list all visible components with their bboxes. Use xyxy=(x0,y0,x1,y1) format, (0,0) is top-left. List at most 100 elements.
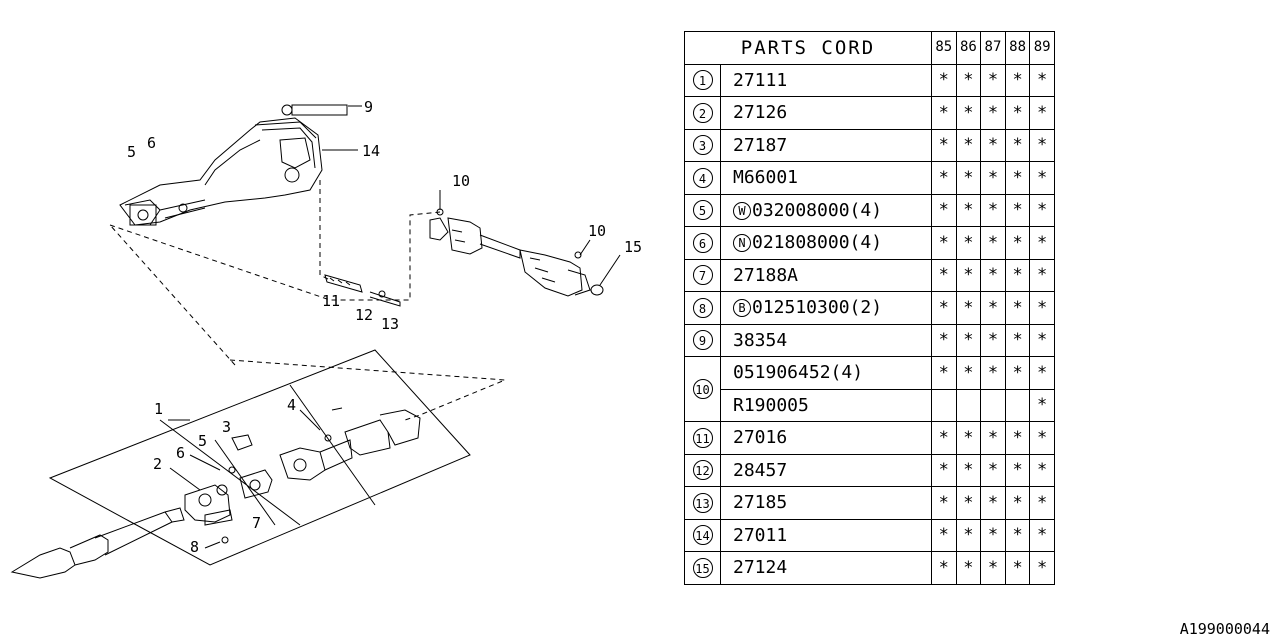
applicability-mark: * xyxy=(1029,63,1055,97)
applicability-mark: * xyxy=(931,323,957,357)
callout-10-right: 10 xyxy=(588,222,606,240)
applicability-mark xyxy=(1004,388,1031,422)
applicability-mark: * xyxy=(931,551,957,585)
applicability-mark: * xyxy=(980,421,1006,455)
applicability-mark xyxy=(931,388,957,422)
applicability-mark: * xyxy=(1004,193,1031,227)
applicability-mark: * xyxy=(1004,518,1031,552)
applicability-mark: * xyxy=(955,96,982,130)
applicability-mark: * xyxy=(980,518,1006,552)
callout-6: 6 xyxy=(176,444,185,462)
applicability-mark: * xyxy=(980,161,1006,195)
callout-9: 9 xyxy=(364,98,373,116)
assembly-frame xyxy=(48,349,471,566)
applicability-mark: * xyxy=(1029,258,1055,292)
applicability-mark xyxy=(955,388,982,422)
part-code: 27126 xyxy=(733,102,788,124)
ref-number: 7 xyxy=(692,265,713,286)
part-prefix: B xyxy=(733,299,751,318)
callout-10-left: 10 xyxy=(452,172,470,190)
part-code: 27185 xyxy=(733,492,788,514)
applicability-mark: * xyxy=(1004,421,1031,455)
ref-number-cell: 4 xyxy=(684,161,721,195)
applicability-mark: * xyxy=(1029,128,1055,162)
applicability-mark: * xyxy=(955,161,982,195)
applicability-mark: * xyxy=(955,551,982,585)
applicability-mark: * xyxy=(955,193,982,227)
ref-number: 14 xyxy=(692,525,713,546)
applicability-mark: * xyxy=(980,356,1006,390)
part-code: R190005 xyxy=(733,394,809,416)
part-code-cell: R190005 xyxy=(720,388,932,422)
applicability-mark: * xyxy=(955,453,982,487)
part-code-cell: 27016 xyxy=(720,421,932,455)
applicability-mark: * xyxy=(955,291,982,325)
applicability-mark xyxy=(980,388,1006,422)
differential-housing xyxy=(119,104,348,226)
ref-number-cell: 8 xyxy=(684,291,721,325)
applicability-mark: * xyxy=(980,258,1006,292)
callout-5-top: 5 xyxy=(127,143,136,161)
applicability-mark: * xyxy=(955,421,982,455)
applicability-mark: * xyxy=(1029,226,1055,260)
part-prefix: W xyxy=(733,201,751,220)
part-code: 27187 xyxy=(733,134,788,156)
ref-number-cell: 15 xyxy=(684,551,721,585)
applicability-mark: * xyxy=(955,128,982,162)
callout-leaders xyxy=(168,105,621,549)
reference-code: A199000044 xyxy=(1179,620,1270,638)
applicability-mark: * xyxy=(1004,291,1031,325)
ref-number-cell: 2 xyxy=(684,96,721,130)
part-code-cell: 27188A xyxy=(720,258,932,292)
callout-8: 8 xyxy=(190,538,199,556)
ref-number: 11 xyxy=(692,427,713,448)
applicability-mark: * xyxy=(1029,356,1055,390)
applicability-mark: * xyxy=(955,63,982,97)
ref-number-cell: 10 xyxy=(684,356,721,422)
applicability-mark: * xyxy=(955,226,982,260)
applicability-mark: * xyxy=(931,453,957,487)
ref-number: 3 xyxy=(692,135,713,156)
applicability-mark: * xyxy=(931,291,957,325)
applicability-mark: * xyxy=(1029,518,1055,552)
callout-12: 12 xyxy=(355,306,373,324)
applicability-mark: * xyxy=(1029,193,1055,227)
applicability-mark: * xyxy=(1004,63,1031,97)
applicability-mark: * xyxy=(1004,96,1031,130)
callout-7: 7 xyxy=(252,514,261,532)
applicability-mark: * xyxy=(931,161,957,195)
applicability-mark: * xyxy=(1029,161,1055,195)
callout-3: 3 xyxy=(222,418,231,436)
part-code: 28457 xyxy=(733,459,788,481)
applicability-mark: * xyxy=(955,486,982,520)
applicability-mark: * xyxy=(980,551,1006,585)
applicability-mark: * xyxy=(955,323,982,357)
applicability-mark: * xyxy=(1029,486,1055,520)
applicability-mark: * xyxy=(931,128,957,162)
applicability-mark: * xyxy=(1004,356,1031,390)
year-header: 86 xyxy=(955,31,982,65)
applicability-mark: * xyxy=(931,96,957,130)
applicability-mark: * xyxy=(1004,323,1031,357)
exploded-parts-diagram: 9 14 5 6 10 10 15 11 12 13 1 3 4 5 6 2 7… xyxy=(10,98,642,579)
callout-14: 14 xyxy=(362,142,380,160)
ref-number: 13 xyxy=(692,492,713,513)
part-code: 032008000(4) xyxy=(752,199,883,221)
applicability-mark: * xyxy=(980,226,1006,260)
applicability-mark: * xyxy=(1004,551,1031,585)
applicability-mark: * xyxy=(931,63,957,97)
part-code: 27124 xyxy=(733,557,788,579)
applicability-mark: * xyxy=(980,128,1006,162)
ref-number-cell: 12 xyxy=(684,453,721,487)
callout-11: 11 xyxy=(322,292,340,310)
